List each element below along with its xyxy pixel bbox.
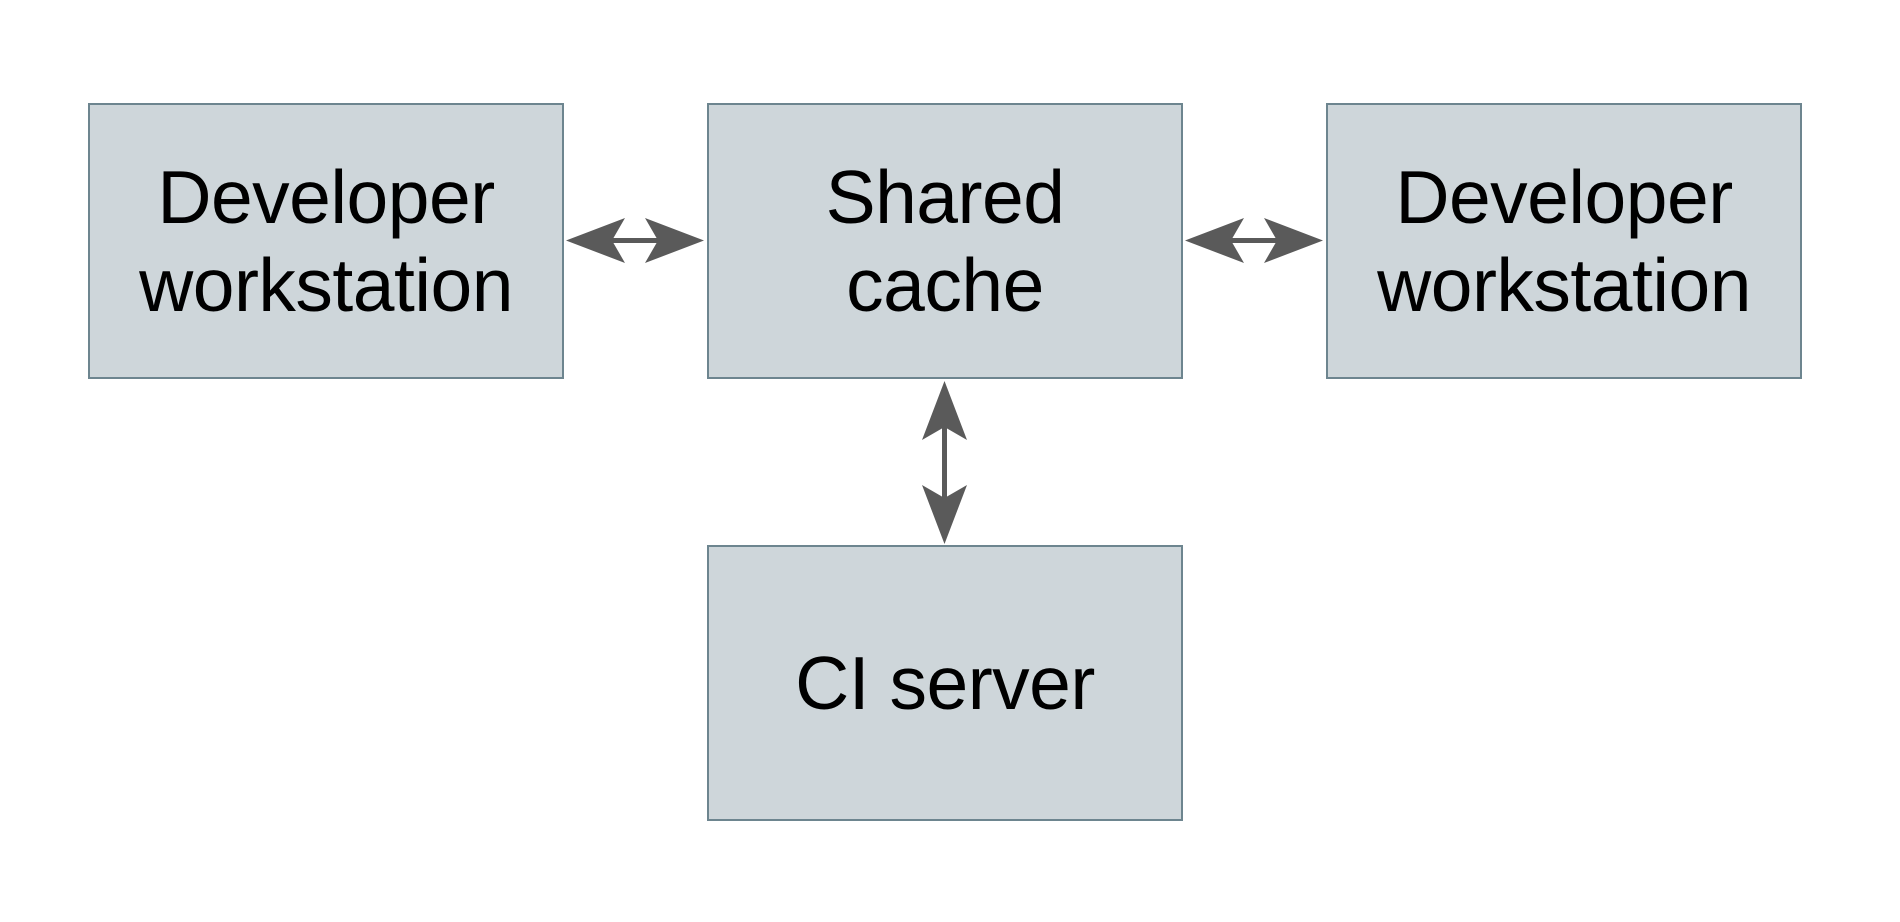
arrow-shared-cache-to-dev-right	[1185, 218, 1323, 263]
arrow-dev-left-to-shared-cache	[566, 218, 704, 263]
arrow-shared-cache-to-ci-server	[922, 381, 967, 544]
node-label-ci-server: CI server	[795, 641, 1095, 725]
node-developer-workstation-right[interactable]: Developer workstation	[1326, 103, 1802, 379]
node-ci-server[interactable]: CI server	[707, 545, 1183, 821]
node-label-shared-cache: Shared cache	[825, 155, 1065, 327]
node-developer-workstation-left[interactable]: Developer workstation	[88, 103, 564, 379]
node-label-developer-workstation-right: Developer workstation	[1377, 155, 1751, 327]
node-shared-cache[interactable]: Shared cache	[707, 103, 1183, 379]
node-label-developer-workstation-left: Developer workstation	[139, 155, 513, 327]
